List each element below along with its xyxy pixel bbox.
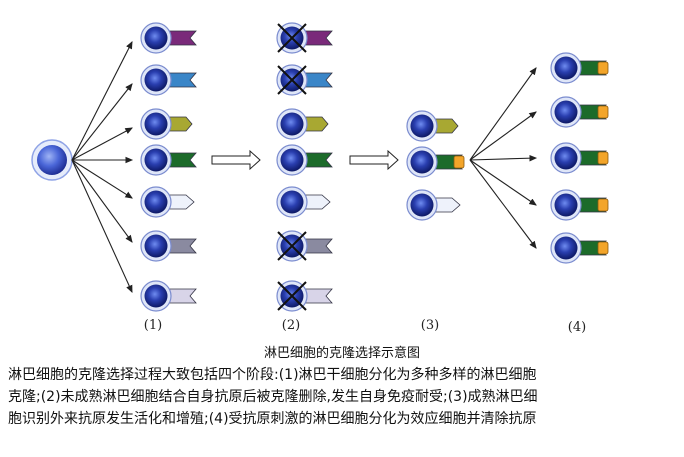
stem-cell: [31, 139, 73, 181]
lymphocyte: [276, 22, 333, 54]
receptor-notch-purple: [167, 30, 197, 46]
stage-label-4: (4): [567, 320, 587, 335]
caption-line-3: 胞识别外来抗原发生活化和增殖;(4)受抗原刺激的淋巴细胞分化为效应细胞并清除抗原: [8, 411, 537, 427]
lymphocyte: [140, 230, 197, 262]
cell-nucleus: [144, 148, 168, 172]
cell-nucleus: [144, 68, 168, 92]
branch-arrow: [469, 159, 537, 249]
branch-arrow: [71, 159, 133, 243]
receptor-notch-green: [167, 152, 197, 168]
lymphocyte: [276, 144, 333, 176]
lymphocyte: [276, 230, 333, 262]
cell-nucleus: [410, 150, 434, 174]
stage-label-3: (3): [420, 318, 440, 333]
stem-cell-nucleus: [37, 145, 67, 175]
lymphocyte: [406, 110, 459, 142]
branch-arrow: [71, 41, 133, 161]
caption-line-1: 淋巴细胞的克隆选择过程大致包括四个阶段:(1)淋巴干细胞分化为多种多样的淋巴细胞: [8, 367, 537, 383]
lymphocyte: [550, 96, 609, 128]
clonal-selection-diagram: [31, 22, 609, 312]
lymphocyte: [276, 64, 333, 96]
lymphocyte: [550, 189, 609, 221]
lymphocyte: [276, 280, 333, 312]
receptor-point-yellow: [167, 116, 193, 132]
receptor-notch-pale: [303, 288, 333, 304]
receptor-point-yellow: [303, 116, 329, 132]
deletion-cross-line: [277, 23, 307, 53]
branch-arrow: [469, 111, 537, 161]
stage-transition-arrow: [349, 149, 399, 171]
antigen: [597, 61, 609, 75]
cell-nucleus: [144, 284, 168, 308]
cell-nucleus: [280, 112, 304, 136]
branch-arrow: [71, 159, 133, 199]
lymphocyte: [406, 146, 465, 178]
stage-transition-arrow: [211, 149, 261, 171]
lymphocyte: [550, 142, 609, 174]
cell-nucleus: [554, 236, 578, 260]
cell-nucleus: [144, 26, 168, 50]
branch-arrow: [469, 154, 538, 162]
cell-nucleus: [554, 193, 578, 217]
branch-arrow: [71, 159, 133, 294]
deletion-cross-line: [277, 231, 307, 261]
lymphocyte: [276, 186, 331, 218]
antigen: [597, 198, 609, 212]
receptor-arrow-white: [303, 194, 331, 210]
cell-nucleus: [280, 190, 304, 214]
antigen: [453, 155, 465, 169]
lymphocyte: [550, 232, 609, 264]
lymphocyte: [140, 22, 197, 54]
stage-label-1: (1): [143, 318, 163, 333]
cell-nucleus: [554, 56, 578, 80]
receptor-notch-grey: [303, 238, 333, 254]
deletion-cross-line: [277, 65, 307, 95]
receptor-notch-green: [303, 152, 333, 168]
cell-nucleus: [144, 234, 168, 258]
branch-arrow: [469, 67, 537, 161]
receptor-notch-blue: [167, 72, 197, 88]
receptor-point-yellow: [433, 118, 459, 134]
cell-nucleus: [410, 193, 434, 217]
deletion-cross-line: [277, 281, 307, 311]
lymphocyte: [550, 52, 609, 84]
lymphocyte: [140, 108, 193, 140]
cell-nucleus: [554, 100, 578, 124]
lymphocyte: [140, 186, 195, 218]
cell-nucleus: [554, 146, 578, 170]
receptor-arrow-white: [433, 197, 461, 213]
caption-line-2: 克隆;(2)未成熟淋巴细胞结合自身抗原后被克隆删除,发生自身免疫耐受;(3)成熟…: [8, 389, 538, 405]
antigen: [597, 151, 609, 165]
cell-nucleus: [144, 112, 168, 136]
lymphocyte: [140, 280, 197, 312]
receptor-notch-purple: [303, 30, 333, 46]
figure-title: 淋巴细胞的克隆选择示意图: [263, 346, 420, 361]
branch-arrow: [71, 83, 133, 161]
antigen: [597, 241, 609, 255]
stage-label-2: (2): [281, 318, 301, 333]
cell-nucleus: [280, 148, 304, 172]
receptor-notch-pale: [167, 288, 197, 304]
lymphocyte: [276, 108, 329, 140]
receptor-notch-grey: [167, 238, 197, 254]
cell-nucleus: [144, 190, 168, 214]
branch-arrow: [469, 159, 537, 206]
lymphocyte: [140, 144, 197, 176]
lymphocyte: [140, 64, 197, 96]
cell-nucleus: [410, 114, 434, 138]
branch-arrow: [71, 127, 133, 161]
receptor-arrow-white: [167, 194, 195, 210]
antigen: [597, 105, 609, 119]
figure-caption: 淋巴细胞的克隆选择过程大致包括四个阶段:(1)淋巴干细胞分化为多种多样的淋巴细胞…: [8, 364, 676, 430]
receptor-notch-blue: [303, 72, 333, 88]
lymphocyte: [406, 189, 461, 221]
